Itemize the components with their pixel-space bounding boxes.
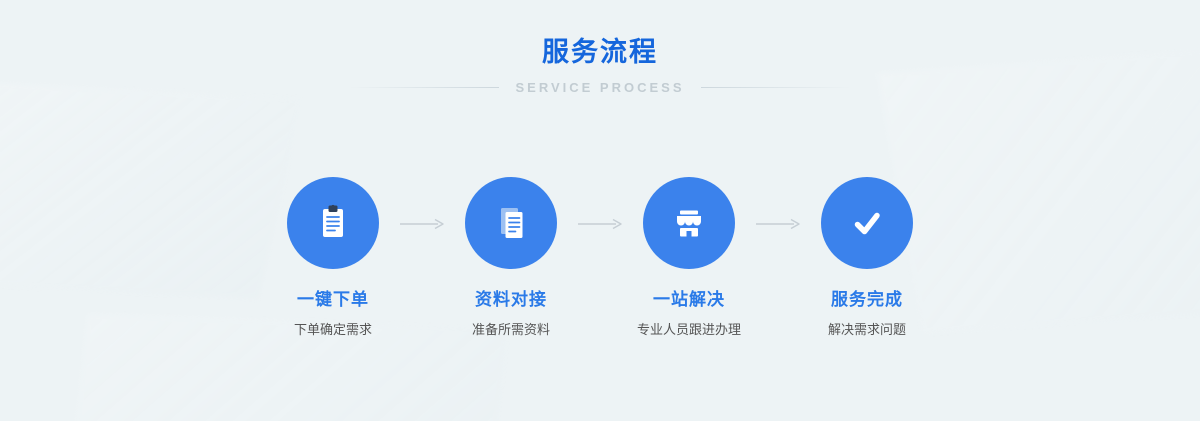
arrow-icon [577,218,623,230]
step-desc: 解决需求问题 [827,322,906,337]
divider-line-right [700,87,851,88]
step-desc: 准备所需资料 [471,322,550,337]
process-steps: 一键下单 下单确定需求 [0,177,1200,338]
page-title: 服务流程 [542,37,658,67]
arrow-icon [399,218,445,230]
step-item-materials: 资料对接 准备所需资料 [445,177,577,338]
storefront-icon [643,177,735,269]
arrow-icon [755,218,801,230]
step-desc: 下单确定需求 [293,322,372,337]
subtitle-row: SERVICE PROCESS [0,80,1200,95]
divider-line-left [349,87,500,88]
clipboard-icon [287,177,379,269]
step-item-order: 一键下单 下单确定需求 [267,177,399,338]
step-item-solution: 一站解决 专业人员跟进办理 [623,177,755,338]
page-subtitle: SERVICE PROCESS [515,80,685,95]
checkmark-icon [821,177,913,269]
step-title: 一站解决 [653,290,725,309]
step-item-complete: 服务完成 解决需求问题 [801,177,933,338]
step-title: 服务完成 [831,290,903,309]
step-desc: 专业人员跟进办理 [636,322,741,337]
document-icon [465,177,557,269]
step-title: 资料对接 [475,290,547,309]
section-header: 服务流程 SERVICE PROCESS [0,0,1200,95]
step-title: 一键下单 [297,290,369,309]
